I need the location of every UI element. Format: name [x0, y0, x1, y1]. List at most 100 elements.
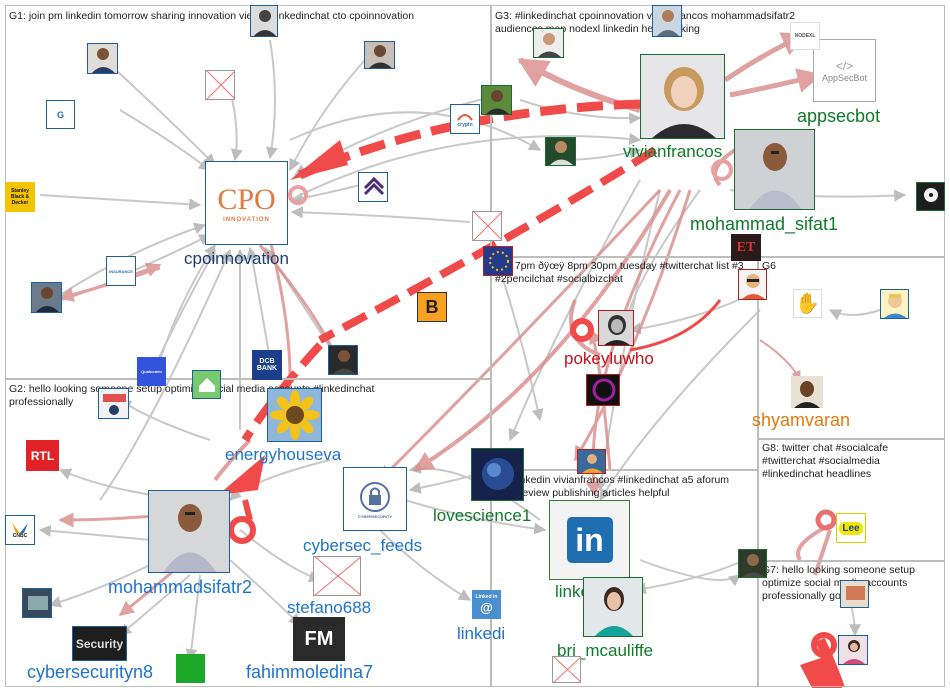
- node-cnbc-logo[interactable]: CNBC: [5, 515, 35, 545]
- node-stefano688[interactable]: [313, 556, 361, 596]
- node-mohammad-sifat1[interactable]: [734, 129, 815, 210]
- node-avatar-g3-b[interactable]: [652, 5, 682, 37]
- house-icon: [193, 371, 220, 398]
- sunflower-icon: [268, 389, 321, 441]
- node-lovescience1[interactable]: [471, 448, 524, 501]
- node-lee-logo[interactable]: Lee: [836, 513, 866, 543]
- avatar-icon: [365, 42, 394, 68]
- avatar-icon: [839, 636, 867, 664]
- group-box-g5: [491, 257, 758, 470]
- node-avatar-g3-a[interactable]: [533, 28, 564, 58]
- avatar-icon: [88, 44, 117, 73]
- logo-g-icon: G: [56, 109, 64, 120]
- label-lovescience1: lovescience1: [433, 506, 532, 525]
- node-avatar-g7-a[interactable]: [738, 549, 767, 578]
- avatar-shyamvaran: [791, 376, 823, 408]
- group-label-g8: G8: twitter chat #socialcafe #twittercha…: [762, 442, 889, 480]
- node-b-logo[interactable]: B: [417, 292, 447, 322]
- node-avatar-g1-e[interactable]: [328, 345, 358, 375]
- node-appsecbot[interactable]: </> AppSecBot: [813, 39, 876, 102]
- label-cybersecurityn8: cybersecurityn8: [27, 662, 154, 682]
- label-fahimmoledina7: fahimmoledina7: [246, 662, 374, 682]
- node-avatar-g3-d[interactable]: [545, 137, 576, 166]
- label-mohammadsifatr2: mohammadsifatr2: [108, 577, 253, 597]
- node-green-logo[interactable]: [176, 654, 205, 683]
- node-dcb-logo[interactable]: DCB BANK: [252, 350, 282, 380]
- node-avatar-g2-b[interactable]: [22, 588, 52, 618]
- group-box-g7: [758, 561, 945, 687]
- avatar-icon: [99, 389, 128, 418]
- avatar-pokeyluwho: [599, 311, 633, 345]
- label-linkedi: linkedi: [457, 624, 506, 643]
- node-linkedi[interactable]: Linked in @: [472, 590, 501, 619]
- linkedi-logo-text: Linked in: [475, 594, 498, 600]
- stanley-logo-text: Stanley Black & Decker: [10, 188, 30, 206]
- waving-hand-icon: ✋: [795, 293, 820, 315]
- node-football-logo[interactable]: [916, 182, 945, 211]
- node-chevron-logo[interactable]: [358, 172, 388, 202]
- node-linkedin[interactable]: in: [549, 500, 630, 580]
- appsecbot-logo-text: AppSecBot: [821, 72, 868, 83]
- node-mohammadsifatr2[interactable]: [148, 490, 230, 573]
- broken-image-icon: [473, 212, 501, 240]
- cpo-logo-text: CPO: [217, 183, 276, 216]
- node-house-logo[interactable]: [192, 370, 221, 399]
- node-nodexl-logo[interactable]: NODEXL: [790, 22, 820, 50]
- label-energyhouseva: energyhouseva: [225, 445, 342, 464]
- node-insurance-logo[interactable]: INSURANCE: [106, 256, 136, 286]
- node-avatar-g2-a[interactable]: [98, 388, 129, 419]
- node-avatar-g1-c[interactable]: [364, 41, 395, 69]
- node-stanley[interactable]: Stanley Black & Decker: [5, 182, 35, 212]
- peacock-icon: [12, 521, 28, 533]
- node-bri-mcauliffe[interactable]: [583, 577, 643, 637]
- node-avatar-g7-b[interactable]: [840, 580, 869, 608]
- node-broken-g1[interactable]: [205, 70, 235, 100]
- node-eu-logo[interactable]: [483, 246, 513, 276]
- label-mohammad-sifat1: mohammad_sifat1: [690, 214, 839, 234]
- at-icon: @: [480, 600, 493, 615]
- label-cpoinnovation: cpoinnovation: [184, 249, 289, 268]
- eu-stars-icon: [484, 247, 512, 275]
- brain-icon: [472, 449, 523, 500]
- node-shyamvaran[interactable]: [791, 376, 823, 408]
- node-avatar-g1-b[interactable]: [250, 5, 278, 37]
- node-cybersec-feeds[interactable]: CYBERSECURITY: [343, 467, 407, 531]
- node-avatar-g7-c[interactable]: [838, 635, 868, 665]
- node-energyhouseva[interactable]: [267, 388, 322, 442]
- node-avatar-g5-a[interactable]: [586, 374, 620, 406]
- node-avatar-g4-a[interactable]: [577, 449, 606, 474]
- avatar-icon: [482, 86, 511, 114]
- avatar-icon: [739, 550, 766, 577]
- avatar-icon: [653, 6, 681, 36]
- node-broken-g4[interactable]: [552, 656, 581, 683]
- node-avatar-g1-d[interactable]: [31, 282, 62, 313]
- node-fahimmoledina7[interactable]: FM: [293, 617, 345, 661]
- cnbc-logo-text: CNBC: [12, 533, 28, 539]
- node-qualcomm-logo[interactable]: Qualcomm: [137, 357, 166, 386]
- node-et-logo[interactable]: ET: [731, 234, 761, 261]
- avatar-icon: [32, 283, 61, 312]
- node-wave-emoji[interactable]: ✋: [793, 289, 822, 318]
- node-broken-g1-b[interactable]: [472, 211, 502, 241]
- security-logo-text: Security: [75, 636, 124, 651]
- node-avatar-g1-a[interactable]: [87, 43, 118, 74]
- node-avatar-g6-b[interactable]: [880, 289, 909, 319]
- avatar-icon: [739, 270, 766, 299]
- linkedin-logo-text: in: [575, 521, 604, 558]
- avatar-mohammad-sifat1: [735, 130, 814, 209]
- node-cpoinnovation[interactable]: CPO INNOVATION: [205, 161, 288, 245]
- node-avatar-g3-c[interactable]: [481, 85, 512, 115]
- group-label-g1: G1: join pm linkedin tomorrow sharing in…: [9, 10, 415, 22]
- node-logo-g1-blue[interactable]: G: [46, 100, 75, 129]
- node-cybersecurityn8[interactable]: Security: [72, 626, 127, 661]
- qualcomm-logo-text: Qualcomm: [141, 369, 162, 374]
- node-cryptn-logo[interactable]: cryptn: [450, 104, 480, 134]
- node-vivianfrancos[interactable]: [640, 54, 725, 139]
- node-avatar-g6-a[interactable]: [738, 269, 767, 300]
- fm-logo-text: FM: [304, 627, 334, 650]
- group-box-g8: [758, 439, 945, 561]
- node-pokeyluwho[interactable]: [598, 310, 634, 346]
- group-label-g7: G7: hello looking someone setup optimize…: [762, 564, 915, 602]
- node-rtl-logo[interactable]: RTL: [26, 440, 59, 471]
- avatar-mohammadsifatr2: [149, 491, 229, 572]
